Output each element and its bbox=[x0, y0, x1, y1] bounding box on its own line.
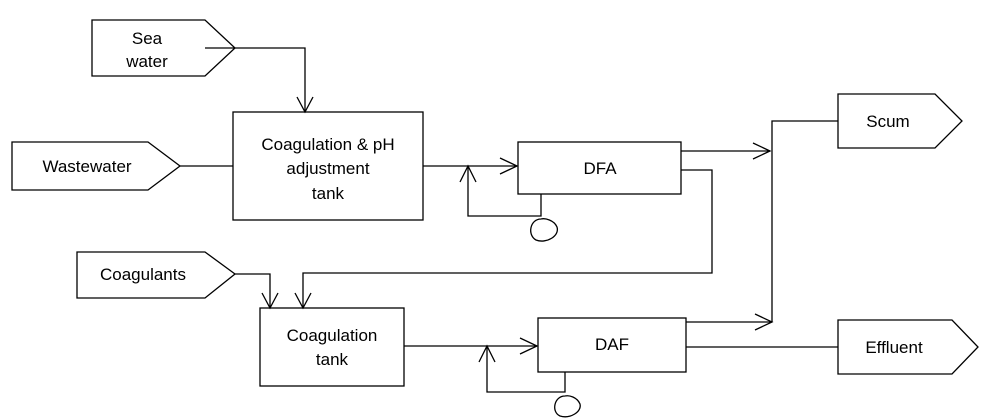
connector-dfa-to-coag-tank bbox=[294, 169, 713, 310]
scum-collector-line bbox=[771, 120, 838, 322]
coagulation-tank: Coagulation tank bbox=[259, 307, 405, 387]
connector-coag-tank-to-daf bbox=[404, 337, 539, 355]
coag-tank-label-line2: tank bbox=[316, 350, 349, 369]
dfa-recycle-loop bbox=[459, 164, 559, 242]
coag-tank-label-line1: Coagulation bbox=[287, 326, 378, 345]
sea-water-label-line1: Sea bbox=[132, 29, 163, 48]
connector-tank-to-dfa bbox=[423, 157, 519, 175]
connector-daf-to-scum bbox=[686, 313, 774, 331]
coagulation-ph-adjustment-tank: Coagulation & pH adjustment tank bbox=[232, 111, 424, 221]
connector-sea-water-to-tank bbox=[205, 47, 314, 114]
sea-water-label-line2: water bbox=[125, 52, 168, 71]
input-coagulants: Coagulants bbox=[76, 251, 237, 299]
effluent-label: Effluent bbox=[865, 338, 923, 357]
coagulants-label: Coagulants bbox=[100, 265, 186, 284]
input-wastewater: Wastewater bbox=[11, 141, 182, 191]
coag-ph-tank-label-line1: Coagulation & pH bbox=[261, 135, 394, 154]
coag-ph-tank-label-line2: adjustment bbox=[286, 159, 369, 178]
daf-unit: DAF bbox=[537, 317, 687, 373]
output-effluent: Effluent bbox=[837, 319, 979, 375]
wastewater-label: Wastewater bbox=[42, 157, 131, 176]
scum-label: Scum bbox=[866, 112, 909, 131]
connector-coagulants-to-coag-tank bbox=[235, 273, 279, 310]
daf-recycle-loop bbox=[478, 344, 581, 418]
connector-dfa-to-scum bbox=[681, 142, 772, 160]
output-scum: Scum bbox=[837, 93, 963, 149]
input-sea-water: Sea water bbox=[91, 19, 236, 77]
dfa-label: DFA bbox=[583, 159, 617, 178]
daf-label: DAF bbox=[595, 335, 629, 354]
dfa-unit: DFA bbox=[517, 141, 682, 195]
coag-ph-tank-label-line3: tank bbox=[312, 184, 345, 203]
